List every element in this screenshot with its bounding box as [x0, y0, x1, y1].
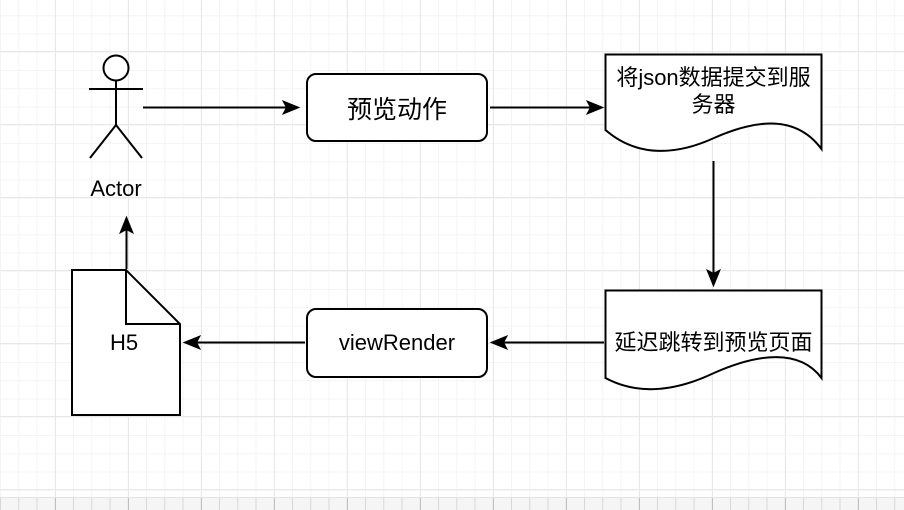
edge-submit-json-to-delay-redirect[interactable]	[706, 161, 721, 288]
delay-redirect-node[interactable]: 延迟跳转到预览页面	[604, 289, 823, 399]
h5-label: H5	[109, 329, 139, 355]
preview-action-label: 预览动作	[346, 95, 447, 124]
canvas-bottom-edge	[0, 497, 904, 510]
edge-h5-to-actor[interactable]	[119, 215, 134, 269]
delay-redirect-label: 延迟跳转到预览页面	[614, 329, 813, 355]
actor-label: Actor	[90, 176, 142, 201]
actor-stick-figure-icon	[89, 54, 143, 159]
document-shape	[604, 53, 823, 153]
submit-json-label: 将json数据提交到服务器	[616, 65, 811, 117]
note-shape	[71, 269, 181, 416]
document-shape	[604, 289, 823, 391]
preview-action-node[interactable]: 预览动作	[306, 73, 488, 142]
edge-view-render-to-h5[interactable]	[182, 335, 305, 350]
view-render-node[interactable]: viewRender	[306, 308, 488, 378]
edge-delay-redirect-to-view-render[interactable]	[489, 335, 604, 350]
view-render-label: viewRender	[338, 330, 456, 355]
edge-preview-action-to-submit-json[interactable]	[490, 100, 605, 115]
actor-node[interactable]	[88, 54, 144, 160]
h5-document-node[interactable]: H5	[71, 269, 181, 416]
edge-actor-to-preview-action[interactable]	[143, 100, 301, 115]
submit-json-node[interactable]: 将json数据提交到服务器	[604, 53, 823, 163]
